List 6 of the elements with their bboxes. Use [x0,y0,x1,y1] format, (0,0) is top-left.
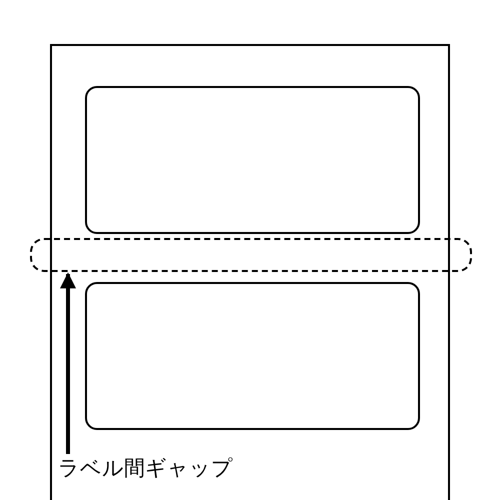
gap-highlight [30,238,472,272]
arrow [60,272,76,454]
label [85,86,420,234]
label-sheet [50,44,450,500]
label [85,282,420,430]
gap-caption: ラベル間ギャップ [58,455,234,482]
